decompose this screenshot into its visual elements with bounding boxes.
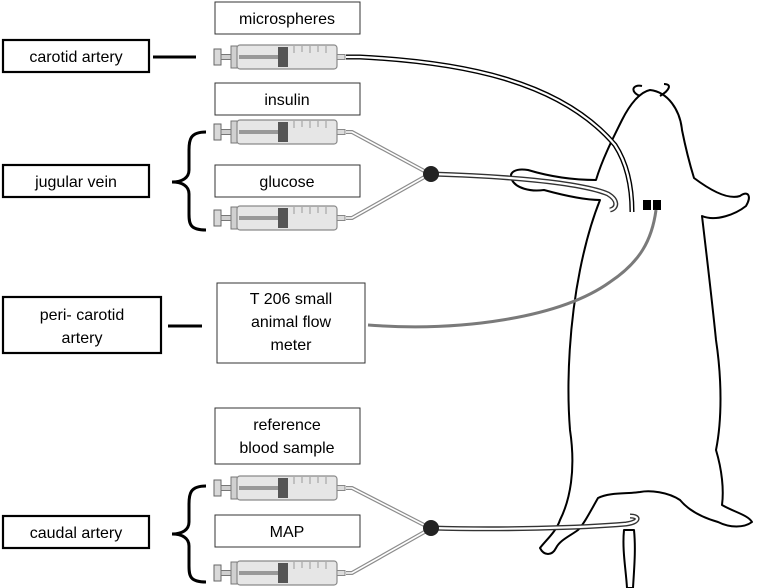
- caudal-artery-box: [1, 514, 151, 550]
- peri-carotid-label-line2: artery: [62, 330, 103, 347]
- glucose-box: [214, 164, 361, 198]
- caudal-bracket: [171, 484, 207, 584]
- caudal-artery-label: caudal artery: [30, 525, 123, 542]
- flow-probe-left: [643, 200, 651, 210]
- microspheres-label: microspheres: [239, 11, 335, 28]
- map-box: [214, 514, 361, 548]
- reference-line1: reference: [253, 417, 321, 434]
- map-syringe: [212, 559, 347, 587]
- flow-probe-right: [653, 200, 661, 210]
- jugular-junction: [423, 166, 439, 182]
- flow-meter-line1: T 206 small: [250, 291, 332, 308]
- insulin-syringe: [212, 118, 347, 146]
- tubing: [346, 54, 658, 575]
- map-label: MAP: [270, 524, 305, 541]
- carotid-artery-box: [1, 38, 151, 74]
- carotid-artery-label: carotid artery: [29, 49, 122, 66]
- rat-silhouette: [510, 83, 753, 588]
- peri-carotid-label-line1: peri- carotid: [40, 307, 124, 324]
- microspheres-box: [214, 1, 361, 35]
- carotid-syringe: [212, 43, 347, 71]
- reference-syringe: [212, 474, 347, 502]
- jugular-vein-box: [1, 163, 151, 199]
- flow-meter-box: [216, 282, 366, 364]
- insulin-label: insulin: [264, 92, 309, 109]
- jugular-bracket: [171, 130, 207, 232]
- flow-meter-line3: meter: [271, 337, 313, 354]
- peri-carotid-artery-box: [1, 295, 163, 355]
- glucose-label: glucose: [259, 174, 314, 191]
- glucose-syringe: [212, 204, 347, 232]
- reference-blood-sample-box: [214, 407, 361, 465]
- insulin-box: [214, 82, 361, 116]
- reference-line2: blood sample: [239, 440, 334, 457]
- flow-meter-line2: animal flow: [251, 314, 331, 331]
- jugular-vein-label: jugular vein: [34, 174, 117, 191]
- caudal-junction: [423, 520, 439, 536]
